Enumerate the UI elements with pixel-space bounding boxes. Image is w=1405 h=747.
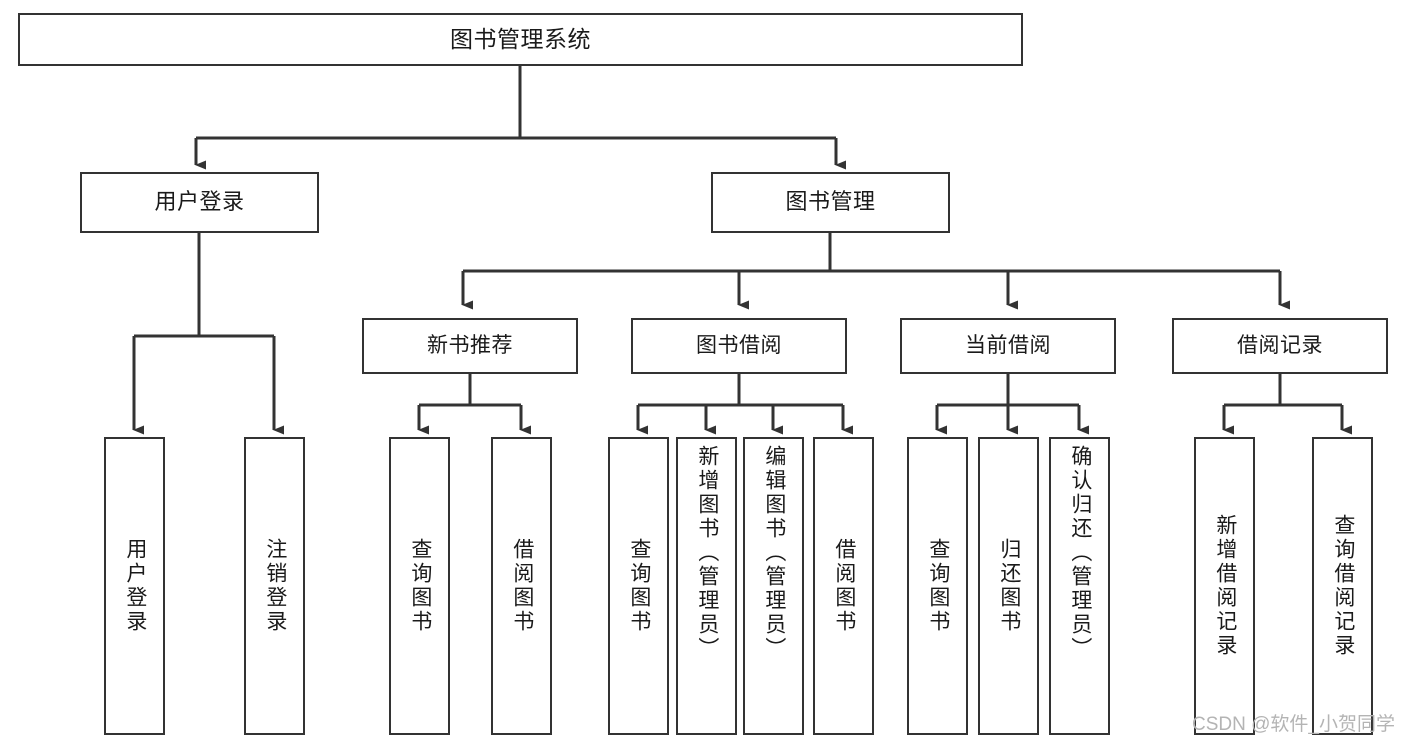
node-label: 编辑图书（管理员） — [762, 445, 786, 661]
node-label: 查询图书 — [926, 538, 950, 634]
node-label: 查询借阅记录 — [1331, 514, 1355, 658]
node-label: 借阅记录 — [1237, 334, 1323, 358]
node-label: 新书推荐 — [427, 334, 513, 358]
leaf-current-borrow-return-book[interactable]: 归还图书 — [978, 437, 1039, 735]
node-label: 图书管理系统 — [450, 25, 591, 52]
node-label: 用户登录 — [154, 189, 245, 215]
node-current-borrow[interactable]: 当前借阅 — [900, 318, 1116, 374]
leaf-borrow-record-add-record[interactable]: 新增借阅记录 — [1194, 437, 1255, 735]
node-label: 查询图书 — [627, 538, 651, 634]
node-label: 借阅图书 — [832, 538, 856, 634]
node-label: 当前借阅 — [965, 334, 1051, 358]
leaf-book-borrow-borrow-book[interactable]: 借阅图书 — [813, 437, 874, 735]
leaf-book-borrow-edit-book-admin[interactable]: 编辑图书（管理员） — [743, 437, 804, 735]
leaf-borrow-record-query-record[interactable]: 查询借阅记录 — [1312, 437, 1373, 735]
node-label: 新增借阅记录 — [1213, 514, 1237, 658]
node-new-book-recommend[interactable]: 新书推荐 — [362, 318, 578, 374]
leaf-current-borrow-query-book[interactable]: 查询图书 — [907, 437, 968, 735]
node-label: 归还图书 — [997, 538, 1021, 634]
node-root-book-management-system[interactable]: 图书管理系统 — [18, 13, 1023, 66]
node-label: 确认归还（管理员） — [1068, 445, 1092, 661]
node-book-borrow[interactable]: 图书借阅 — [631, 318, 847, 374]
node-label: 图书借阅 — [696, 334, 782, 358]
node-label: 图书管理 — [785, 189, 876, 215]
leaf-current-borrow-confirm-return-admin[interactable]: 确认归还（管理员） — [1049, 437, 1110, 735]
leaf-new-book-query-book[interactable]: 查询图书 — [389, 437, 450, 735]
node-book-management[interactable]: 图书管理 — [711, 172, 950, 233]
leaf-user-login-login[interactable]: 用户登录 — [104, 437, 165, 735]
node-label: 查询图书 — [408, 538, 432, 634]
leaf-user-login-logout[interactable]: 注销登录 — [244, 437, 305, 735]
node-label: 借阅图书 — [510, 538, 534, 634]
node-borrow-record[interactable]: 借阅记录 — [1172, 318, 1388, 374]
leaf-new-book-borrow-book[interactable]: 借阅图书 — [491, 437, 552, 735]
leaf-book-borrow-query-book[interactable]: 查询图书 — [608, 437, 669, 735]
node-label: 用户登录 — [123, 538, 147, 634]
node-user-login[interactable]: 用户登录 — [80, 172, 319, 233]
leaf-book-borrow-add-book-admin[interactable]: 新增图书（管理员） — [676, 437, 737, 735]
node-label: 新增图书（管理员） — [695, 445, 719, 661]
node-label: 注销登录 — [263, 538, 287, 634]
